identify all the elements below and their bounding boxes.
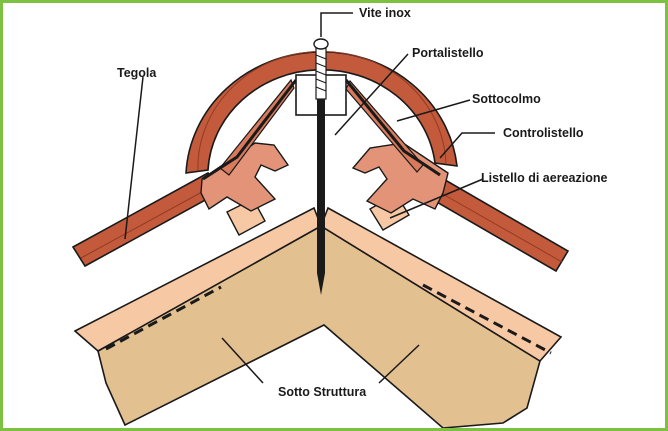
membrane-right [422, 283, 552, 355]
seal-right [344, 79, 441, 177]
tegola-left-edge [80, 185, 214, 259]
tegola-left [71, 171, 222, 268]
ridge-diagram: Vite inox Portalistello Sottocolmo Contr… [71, 6, 607, 428]
screw-head [313, 38, 329, 50]
label-listello-aereazione: Listello di aereazione [481, 171, 607, 185]
label-tegola: Tegola [117, 66, 157, 80]
seal-left [202, 79, 298, 181]
sottocolmo [219, 78, 295, 176]
label-sottocolmo: Sottocolmo [472, 92, 541, 106]
controlistello-left [200, 142, 290, 212]
label-controlistello: Controlistello [503, 126, 584, 140]
vite-inox [317, 47, 325, 295]
screw-thread-lines [315, 54, 327, 92]
label-vite-inox: Vite inox [359, 6, 411, 20]
ridge-tile [185, 51, 458, 174]
label-sotto-struttura: Sotto Struttura [278, 385, 367, 399]
tegola-right-edge [433, 188, 563, 263]
controlistello-right [351, 142, 449, 214]
tegola-right [426, 175, 570, 273]
leader-lines [124, 12, 495, 384]
label-portalistello: Portalistello [412, 46, 484, 60]
membrane-left [105, 285, 222, 351]
